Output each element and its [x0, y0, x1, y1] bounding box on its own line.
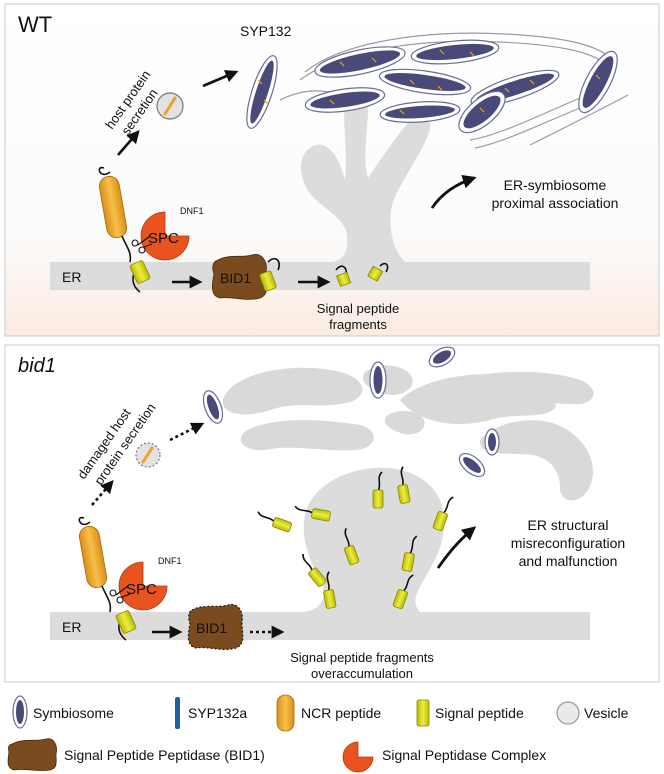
bid1-er-membrane [50, 467, 590, 640]
bid1-arrow-to-secretion [91, 480, 114, 506]
legend-ncr-label: NCR peptide [301, 705, 381, 721]
wt-panel: WT ER [4, 3, 660, 337]
bid1-damaged-bid1-protein [187, 603, 244, 650]
wt-signal-peptide-bid1 [259, 257, 281, 292]
symbiosome-4 [304, 87, 386, 113]
wt-symbiosomes [246, 39, 618, 134]
bid1-er-label: ER [62, 619, 81, 635]
symbiosome-6 [379, 101, 461, 123]
symbiosome-5 [378, 68, 472, 96]
bid1-ncr-peptide [78, 516, 112, 613]
wt-scissors-icon [131, 235, 153, 254]
bid1-spc-sup: DNF1 [158, 556, 182, 566]
bid1-symbiosome-1 [202, 390, 224, 424]
legend-spc: Signal Peptidase Complex [342, 741, 546, 773]
wt-vesicle [156, 92, 184, 120]
legend-ncr: NCR peptide [276, 694, 381, 732]
wt-signal-peptide-er [129, 260, 151, 293]
bid1-scissors-icon [109, 585, 131, 604]
wt-bid1-protein [211, 254, 268, 300]
wt-ncr-peptide [98, 166, 132, 263]
legend-bid1-label: Signal Peptide Peptidase (BID1) [64, 747, 265, 763]
wt-er-network [279, 32, 629, 149]
legend-syp132a-label: SYP132a [188, 705, 247, 721]
bid1-symbiosome-4 [484, 428, 500, 456]
bid1-er-network [222, 365, 594, 501]
wt-spc-sup: DNF1 [180, 206, 204, 216]
bid1-spc-label: SPC [126, 581, 157, 598]
bid1-symbiosome-5 [458, 452, 486, 478]
wt-fragments-label-2: fragments [329, 317, 387, 332]
bid1-symbiosomes [202, 346, 500, 478]
legend-vesicle: Vesicle [556, 701, 629, 725]
bid1-signal-peptide-er [115, 610, 137, 641]
symbiosome-3 [410, 39, 500, 65]
symbiosome-2 [314, 46, 406, 78]
wt-bid1-label: BID1 [220, 270, 251, 286]
wt-er-membrane [50, 94, 590, 290]
legend-symbiosome-label: Symbiosome [33, 705, 114, 721]
wt-spc-label: SPC [148, 230, 179, 247]
bid1-result-label-3: and malfunction [519, 553, 618, 569]
bid1-arrow-result [436, 526, 477, 569]
wt-signal-peptide-fragments [335, 262, 389, 287]
legend-vesicle-label: Vesicle [584, 705, 629, 721]
legend-syp132a: SYP132a [175, 697, 247, 729]
wt-ncr-specks [257, 49, 601, 115]
symbiosome-8 [458, 90, 506, 134]
wt-er-label: ER [62, 269, 81, 285]
bid1-spc-complex [118, 561, 168, 611]
symbiosome-9 [578, 50, 618, 114]
wt-arrow-assoc [430, 174, 477, 209]
wt-assoc-label-2: proximal association [492, 195, 619, 211]
bid1-fragments-label-2: overaccumulation [311, 666, 413, 681]
bid1-bid1-label: BID1 [196, 620, 227, 636]
wt-fragments-label-1: Signal peptide [317, 301, 399, 316]
wt-spc-complex [140, 211, 190, 261]
wt-arrow-to-symbiosome [202, 70, 239, 88]
bid1-symbiosome-3 [428, 346, 456, 368]
symbiosome-1 [246, 55, 278, 129]
legend-bid1: Signal Peptide Peptidase (BID1) [7, 738, 265, 771]
bid1-title: bid1 [18, 355, 56, 377]
bid1-symbiosome-2 [369, 361, 387, 399]
wt-assoc-label-1: ER-symbiosome [504, 177, 607, 193]
wt-title: WT [18, 12, 52, 37]
bid1-damaged-vesicle [135, 442, 161, 468]
bid1-result-label-1: ER structural [528, 517, 609, 533]
legend-signal-peptide: Signal peptide [416, 699, 524, 727]
bid1-result-label-2: misreconfiguration [511, 535, 625, 551]
legend-symbiosome: Symbiosome [12, 695, 114, 729]
bid1-panel: bid1 [4, 344, 660, 683]
legend-signal-peptide-label: Signal peptide [435, 705, 524, 721]
bid1-fragments-label-1: Signal peptide fragments [290, 650, 434, 665]
wt-arrow-to-secretion [117, 130, 140, 156]
legend: Symbiosome SYP132a NCR peptide Signal pe… [7, 694, 629, 773]
wt-syp132-label: SYP132 [240, 23, 292, 39]
legend-spc-label: Signal Peptidase Complex [382, 747, 546, 763]
